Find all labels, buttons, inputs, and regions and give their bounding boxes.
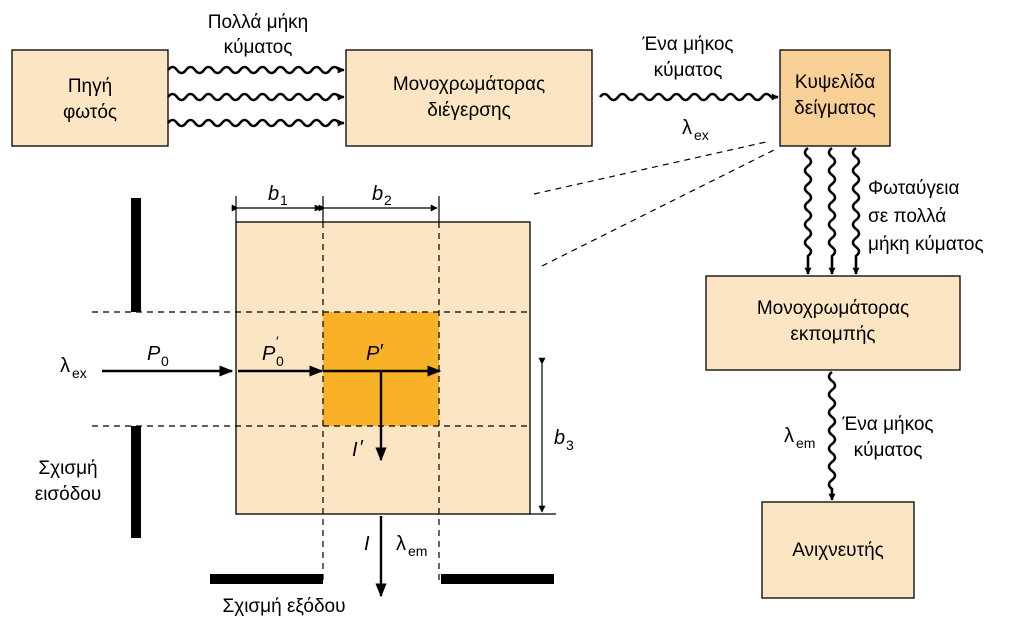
fluorescence-label-2: σε πολλά	[868, 206, 946, 227]
lambda-ex-top: λ ex	[682, 117, 709, 143]
one-wavelength-top-label-1: Ένα μήκος	[641, 34, 733, 55]
b1-subscript: 1	[280, 192, 288, 208]
exit-slit-right	[441, 574, 554, 584]
sample-cell-box: Κυψελίδα δείγματος	[779, 49, 891, 147]
wave-source-2	[166, 92, 345, 102]
ex-subscript: ex	[72, 365, 87, 381]
fluorescence-label-1: Φωταύγεια	[868, 178, 960, 199]
lambda-symbol: λ	[682, 117, 692, 139]
lambda-symbol: λ	[60, 355, 70, 377]
prime-mark: ′	[379, 341, 384, 363]
p0-prime-subscript: 0	[276, 353, 284, 369]
one-wavelength-bottom-label-1: Ένα μήκος	[841, 414, 933, 435]
b2-label: b 2	[372, 183, 392, 208]
many-wavelengths-label-2: κύματος	[224, 37, 293, 58]
p-symbol: P	[366, 343, 380, 365]
wave-fluorescence-3	[851, 146, 861, 275]
one-wavelength-top-label-2: κύματος	[654, 60, 723, 81]
p-prime-label: P ′	[366, 341, 384, 365]
wave-source-1	[166, 65, 345, 75]
p-symbol: P	[262, 343, 276, 365]
ex-subscript: ex	[694, 127, 709, 143]
zoom-line-bottom	[541, 147, 779, 267]
sample-cell-label-1: Κυψελίδα	[795, 72, 875, 93]
excitation-monochromator-box: Μονοχρωμάτορας διέγερσης	[345, 49, 593, 147]
b-symbol: b	[372, 183, 383, 205]
one-wavelength-bottom-label-2: κύματος	[854, 440, 923, 461]
sample-cell-label-2: δείγματος	[794, 98, 876, 119]
wave-emission	[827, 370, 837, 501]
p0-prime-label: P ′ 0	[262, 333, 284, 369]
excitation-mono-label-1: Μονοχρωμάτορας	[393, 74, 545, 95]
i-prime-label: I ′	[352, 437, 364, 461]
prime-mark: ′	[276, 333, 279, 349]
b-symbol: b	[268, 183, 279, 205]
detector-label: Ανιχνευτής	[792, 540, 884, 561]
p0-label: P 0	[147, 343, 169, 369]
b1-label: b 1	[268, 183, 288, 208]
wave-fluorescence-2	[827, 146, 837, 275]
b3-label: b 3	[554, 427, 574, 453]
light-source-box: Πηγή φωτός	[11, 49, 169, 147]
emission-monochromator-box: Μονοχρωμάτορας εκπομπής	[705, 275, 961, 371]
lambda-em-bottom: λ em	[396, 533, 427, 559]
b2-subscript: 2	[384, 192, 392, 208]
p0-subscript: 0	[161, 353, 169, 369]
lambda-ex-left: λ ex	[60, 355, 87, 381]
prime-mark: ′	[359, 437, 364, 459]
i-label: I	[364, 533, 370, 555]
emission-mono-label-1: Μονοχρωμάτορας	[757, 298, 909, 319]
entrance-slit-label-2: εισόδου	[35, 484, 102, 505]
entrance-slit-lower	[131, 426, 141, 538]
entrance-slit-label-1: Σχισμή	[38, 458, 97, 479]
p-symbol: P	[147, 343, 161, 365]
i-symbol: I	[352, 439, 358, 461]
light-source-label-2: φωτός	[63, 102, 117, 123]
lambda-em-right: λ em	[784, 425, 815, 451]
emission-mono-label-2: εκπομπής	[790, 324, 875, 345]
exit-slit-label: Σχισμή εξόδου	[222, 596, 345, 617]
b-symbol: b	[554, 427, 565, 449]
fluorescence-label-3: μήκη κύματος	[868, 234, 984, 255]
wave-fluorescence-1	[803, 146, 813, 275]
entrance-slit-upper	[131, 198, 141, 312]
zoom-line-top	[533, 141, 767, 195]
detector-box: Ανιχνευτής	[761, 501, 915, 599]
light-source-label-1: Πηγή	[68, 76, 112, 97]
many-wavelengths-label-1: Πολλά μήκη	[208, 12, 308, 33]
wave-source-3	[166, 118, 345, 128]
em-subscript: em	[408, 543, 427, 559]
exit-slit-left	[210, 574, 323, 584]
lambda-symbol: λ	[396, 533, 406, 555]
b3-subscript: 3	[566, 437, 574, 453]
excitation-mono-label-2: διέγερσης	[427, 100, 511, 121]
lambda-symbol: λ	[784, 425, 794, 447]
em-subscript: em	[796, 435, 815, 451]
wave-excitation	[598, 92, 779, 102]
